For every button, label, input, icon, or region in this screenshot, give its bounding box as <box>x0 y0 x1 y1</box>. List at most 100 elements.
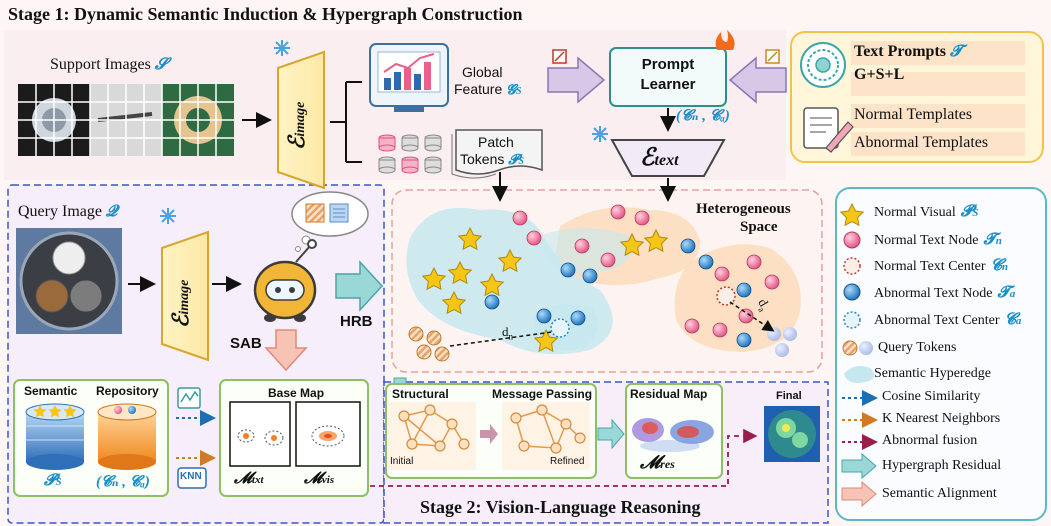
hrb-arrow <box>335 260 384 312</box>
legend-item-hyperedge: Semantic Hyperedge <box>874 366 992 381</box>
fire-icon <box>715 30 735 50</box>
text-encoder-label: ℰtext <box>640 145 679 171</box>
structural-label: Structural <box>392 387 449 401</box>
prompt-learner-line1: Prompt <box>641 56 695 73</box>
image-encoder-query-symbol: ℰimage <box>168 279 193 328</box>
normal-visual-stars <box>421 226 669 353</box>
snowflake-icon <box>160 208 176 224</box>
robot-agent-icon <box>253 239 317 322</box>
text-prompts-bar-3 <box>851 104 1025 128</box>
base-map-txt-panel <box>229 401 291 467</box>
blue-nodes <box>484 238 752 348</box>
sab-label: SAB <box>230 335 262 352</box>
text-prompts-bar-2 <box>851 72 1025 96</box>
graph-initial-nodes <box>398 404 470 452</box>
residual-map-title: Residual Map <box>630 387 708 401</box>
knn-badge <box>177 467 207 489</box>
repository-pair-label: (𝓒ₙ , 𝓒ₐ) <box>96 474 150 490</box>
repository-cylinder-normal <box>25 403 85 470</box>
base-map-txt-label: 𝓜txt <box>234 470 264 487</box>
query-image-label: Query Image 𝓠 <box>18 203 118 220</box>
legend-item-cosine-line: Cosine Similarity <box>882 389 981 404</box>
global-feature-line1: Global <box>462 64 503 80</box>
legend-item-teal-arrow: Hypergraph Residual <box>882 458 1002 473</box>
legend-box <box>835 187 1047 521</box>
pink-nodes <box>512 204 780 338</box>
dn-label: dn <box>502 324 513 342</box>
global-feature-chart-icon <box>369 43 449 112</box>
prompt-target-icon <box>800 42 846 88</box>
repository-ps-label: 𝓟S <box>44 472 62 489</box>
patch-tokens-line1: Patch <box>478 134 514 150</box>
refine-arrow <box>480 424 498 444</box>
text-prompts-title: Text Prompts 𝓣 <box>854 43 963 60</box>
text-prompts-bar-4 <box>851 132 1025 156</box>
abnormal-templates-label: Abnormal Templates <box>854 134 989 151</box>
heterogeneous-line2: Space <box>740 219 778 235</box>
legend-item-query-token: Query Tokens <box>878 340 957 355</box>
graph-refined-nodes <box>510 404 586 454</box>
query-tokens-space <box>408 326 797 362</box>
to-residual-arrow <box>597 418 625 450</box>
snowflake-icon <box>274 40 290 56</box>
legend-item-fusion-line: Abnormal fusion <box>882 433 978 448</box>
refined-label: Refined <box>550 456 585 467</box>
abnormal-fusion-line <box>370 428 758 487</box>
repository-cylinder-abnormal <box>97 403 157 470</box>
centers-pair-label: (𝓒ₙ , 𝓒ₐ) <box>676 108 730 124</box>
residual-map-symbol: 𝓜res <box>640 452 675 472</box>
patch-tokens-line2: Tokens 𝓟S <box>460 151 524 168</box>
residual-heatmap <box>632 418 714 452</box>
global-feature-line2: Feature 𝓖S <box>454 81 522 98</box>
knn-badge-label: KNN <box>180 471 202 482</box>
legend-item-knn-line: K Nearest Neighbors <box>882 411 1001 426</box>
prompts-to-learner-arrow <box>728 56 787 104</box>
text-prompts-sub: G+S+L <box>854 66 905 83</box>
normal-templates-label: Normal Templates <box>854 106 973 123</box>
centers <box>550 286 736 338</box>
text-prompts-bar-1 <box>851 41 1025 65</box>
prompt-learner-line2: Learner <box>640 76 696 93</box>
global-to-prompt-arrow <box>547 56 606 104</box>
thought-cloud-icon <box>291 191 369 252</box>
support-images-strip <box>18 84 234 156</box>
image-encoder-top-symbol: ℰimage <box>284 101 309 150</box>
hrb-label: HRB <box>340 313 373 330</box>
prompt-learner-box <box>609 47 727 107</box>
query-image <box>16 228 122 334</box>
snowflake-icon <box>592 126 608 142</box>
legend-icons <box>839 202 878 508</box>
da-line <box>729 301 775 332</box>
initial-label: Initial <box>390 456 414 467</box>
base-map-title: Base Map <box>268 386 325 400</box>
support-images-label: Support Images 𝓢 <box>50 56 168 73</box>
stage1-title: Stage 1: Dynamic Semantic Induction & Hy… <box>8 4 523 24</box>
encoder-bracket <box>330 81 362 163</box>
patch-tokens-card-shadow <box>451 134 497 179</box>
heterogeneous-line1: Heterogeneous <box>696 201 791 217</box>
text-encoder <box>610 139 726 177</box>
base-map-vis-label: 𝓜vis <box>304 470 335 487</box>
patch-database-icons <box>378 134 442 174</box>
sab-arrow <box>264 329 308 372</box>
legend-item-red-arrow: Semantic Alignment <box>882 486 997 501</box>
message-passing-label: Message Passing <box>492 387 593 401</box>
patch-tokens-card <box>455 129 543 175</box>
final-map <box>764 406 820 462</box>
hyperedge-mixed-2 <box>674 244 801 352</box>
stage2-title: Stage 2: Vision-Language Reasoning <box>420 497 701 517</box>
document-pencil-icon <box>803 107 854 153</box>
graph-initial <box>403 409 465 447</box>
final-label: Final <box>776 390 802 402</box>
image-encoder-query <box>161 230 209 362</box>
semantic-label: Semantic <box>24 384 78 398</box>
repository-label: Repository <box>96 384 159 398</box>
image-encoder-top <box>277 50 325 190</box>
dn-line <box>449 331 553 347</box>
